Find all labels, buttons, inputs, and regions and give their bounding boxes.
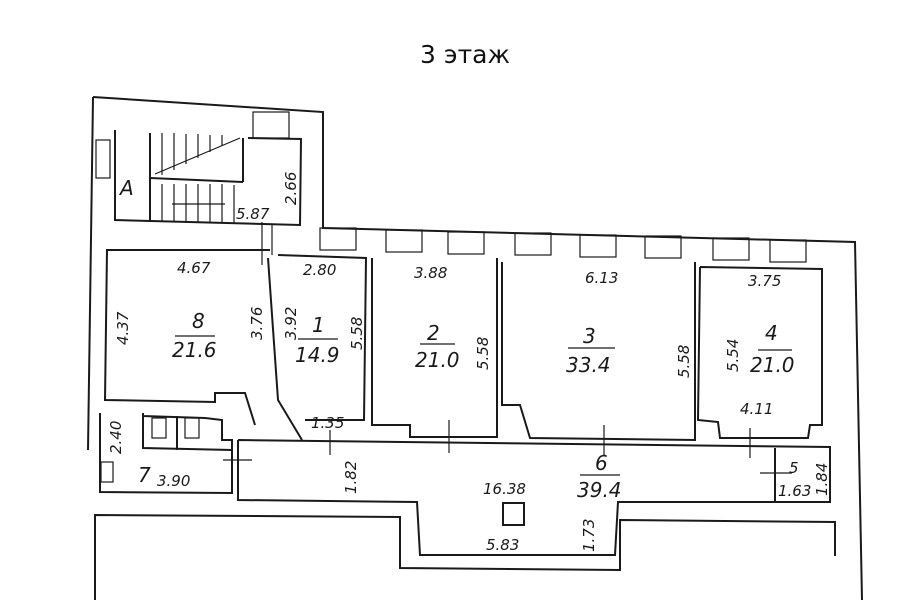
room-number: 4 [765,321,778,345]
room-dim: 2.40 [107,421,125,454]
room-dim: 1.84 [813,463,831,496]
floor-title: 3 этаж [420,40,510,69]
room-dim: 3.90 [157,472,190,490]
room-5: 5 1.63 1.84 [778,459,831,500]
room-dim: 5.54 [724,339,742,372]
room-dim: 4.11 [740,400,773,418]
room-dim: 1.73 [580,519,598,552]
room-number: 3 [583,324,596,348]
room-dim: 3.88 [414,264,447,282]
room-dim: 6.13 [585,269,618,287]
room-dim: 3.75 [748,272,781,290]
room-dim: 5.58 [474,337,492,370]
room-dim: 1.63 [778,482,811,500]
room-1: 1 14.9 2.80 3.92 5.58 1.35 [282,261,366,432]
room-dim: 5.83 [486,536,519,554]
room-area: 33.4 [566,353,611,377]
room-area: 21.6 [172,338,217,362]
room-area: 21.0 [750,353,795,377]
room-3: 3 33.4 6.13 5.58 [566,269,693,378]
room-dim: 1.82 [342,461,360,494]
room-dim: 3.92 [282,307,300,340]
room-number: 6 [595,451,608,475]
walls [87,96,863,601]
room-8: 8 21.6 4.67 4.37 3.76 [114,259,266,362]
room-dim: 5.58 [675,345,693,378]
room-dim: 16.38 [483,480,526,498]
stair-block: А 5.87 2.66 [118,172,300,223]
room-dim: 4.67 [177,259,211,277]
room-dim: 3.76 [248,307,266,340]
room-2: 2 21.0 3.88 5.58 [414,264,492,372]
room-area: 14.9 [295,343,340,367]
room-area: 39.4 [577,478,622,502]
room-number: 5 [789,459,799,477]
room-number: 1 [312,313,325,337]
room-6-corridor: 6 39.4 16.38 1.82 1.73 5.83 [342,451,622,554]
room-7-wc: 7 3.90 2.40 [107,421,190,490]
room-number: 2 [427,321,440,345]
room-area: 21.0 [415,348,460,372]
room-number: 7 [138,463,151,487]
room-4: 4 21.0 3.75 5.54 4.11 [724,272,795,418]
room-number: 8 [192,309,205,333]
stair-width-dim: 5.87 [236,205,270,223]
room-dim: 5.58 [348,317,366,350]
stair-height-dim: 2.66 [282,172,300,205]
stair-label: А [118,176,134,200]
room-dim: 2.80 [303,261,336,279]
room-dim: 1.35 [311,414,344,432]
room-dim: 4.37 [114,311,132,345]
